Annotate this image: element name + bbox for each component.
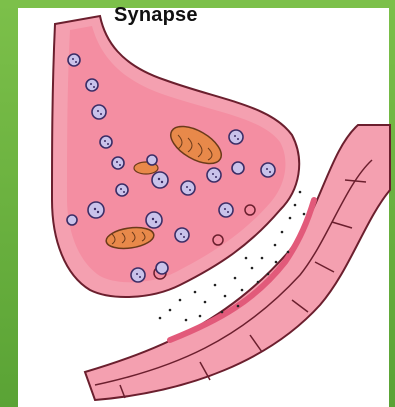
presynaptic-terminal: [52, 16, 299, 297]
diagram-title: Synapse: [114, 4, 198, 27]
presynaptic-inner: [67, 26, 285, 282]
